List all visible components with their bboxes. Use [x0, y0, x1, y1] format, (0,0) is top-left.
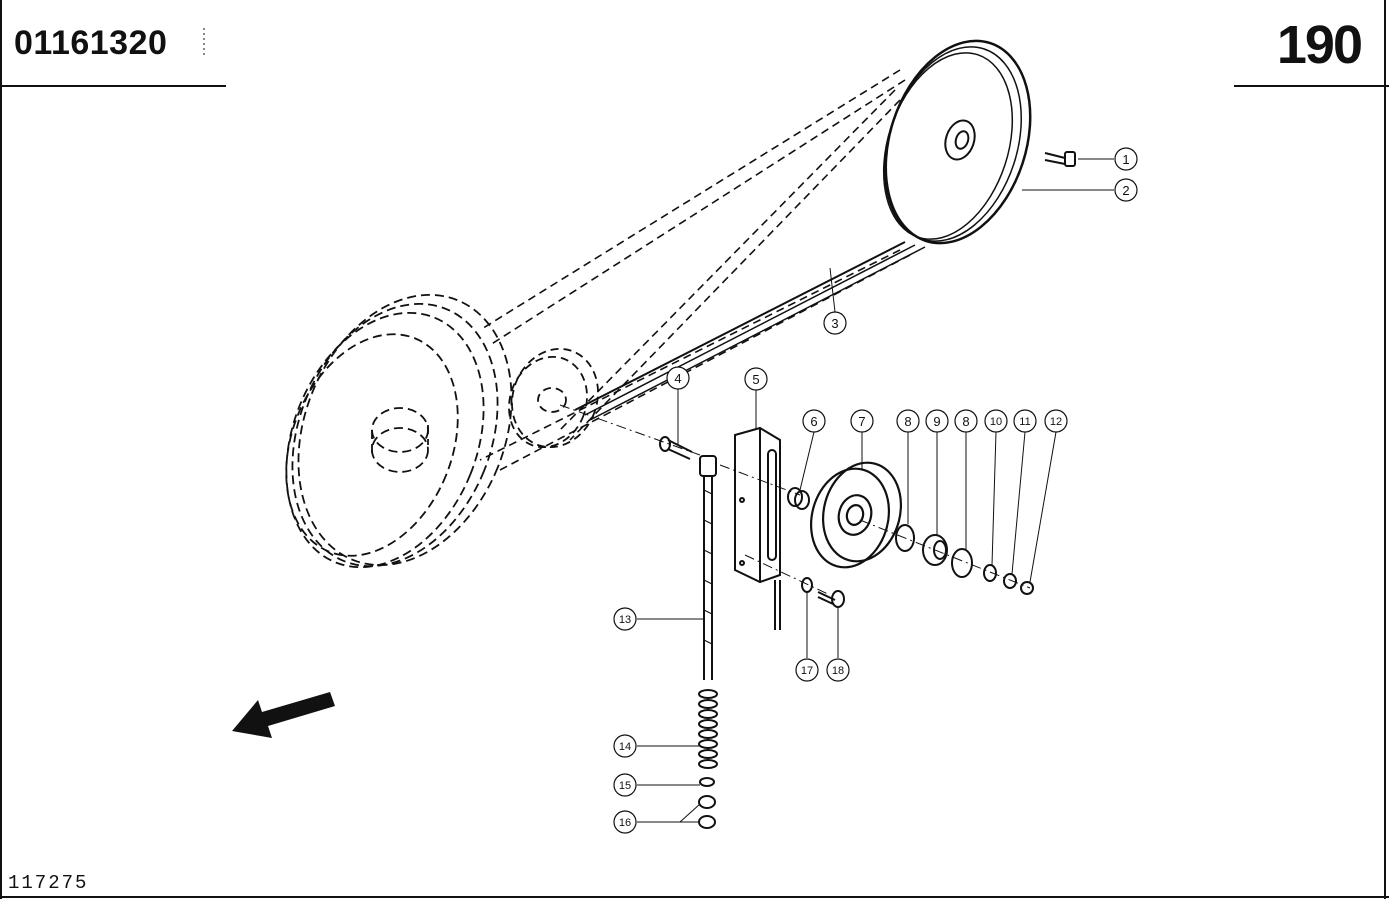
- svg-text:6: 6: [810, 414, 817, 429]
- callout-8a: 8: [896, 409, 920, 433]
- callout-9: 9: [925, 409, 949, 433]
- svg-text:16: 16: [619, 817, 631, 829]
- svg-text:13: 13: [619, 614, 631, 626]
- callouts: 1 2 3 4 5 6 7 8 9 8 10 11 12 13 14 15 16…: [613, 147, 1138, 834]
- leader-lines: [637, 158, 1114, 823]
- svg-text:15: 15: [619, 780, 631, 792]
- spacer: [787, 487, 810, 510]
- callout-1: 1: [1114, 147, 1138, 171]
- svg-text:18: 18: [832, 665, 844, 677]
- washer-and-nuts: [698, 777, 716, 829]
- part-number: 01161320: [14, 24, 168, 62]
- spring: [698, 689, 718, 769]
- callout-6: 6: [802, 409, 826, 433]
- drawing-number: 117275: [8, 872, 89, 894]
- svg-text:8: 8: [904, 414, 911, 429]
- svg-text:12: 12: [1050, 416, 1062, 428]
- callout-2: 2: [1114, 178, 1138, 202]
- small-pulley: [508, 347, 599, 449]
- svg-text:17: 17: [801, 665, 813, 677]
- callout-17: 17: [795, 658, 819, 682]
- svg-text:3: 3: [831, 316, 838, 331]
- callout-4: 4: [666, 366, 690, 390]
- svg-text:1: 1: [1122, 152, 1129, 167]
- bolt-1: [1044, 151, 1076, 167]
- callout-11: 11: [1013, 409, 1037, 433]
- tensioner-bracket: [734, 426, 781, 630]
- callout-14: 14: [613, 734, 637, 758]
- idler-pulley: [809, 461, 903, 569]
- svg-text:11: 11: [1019, 416, 1030, 428]
- callout-5: 5: [744, 367, 768, 391]
- callout-16: 16: [613, 810, 637, 834]
- callout-18: 18: [826, 658, 850, 682]
- callout-15: 15: [613, 773, 637, 797]
- svg-text:10: 10: [990, 416, 1002, 428]
- svg-text:5: 5: [752, 372, 759, 387]
- svg-text:9: 9: [933, 414, 940, 429]
- bearing-stack: [895, 524, 1034, 595]
- callout-3: 3: [823, 311, 847, 335]
- callout-8b: 8: [954, 409, 978, 433]
- svg-text:2: 2: [1122, 183, 1129, 198]
- washer-17-bolt-18: [801, 577, 845, 608]
- svg-text:8: 8: [962, 414, 969, 429]
- upper-pulley: [882, 39, 1032, 245]
- bolt-4: [659, 436, 693, 460]
- svg-text:4: 4: [674, 371, 681, 386]
- callout-7: 7: [850, 409, 874, 433]
- page-number: 190: [1276, 15, 1363, 75]
- lower-drive-pulley: [285, 293, 513, 569]
- arrow-left-down-icon: [232, 692, 335, 738]
- adjusting-rod: [699, 455, 717, 680]
- belt: [574, 241, 926, 421]
- callout-10: 10: [984, 409, 1008, 433]
- callout-13: 13: [613, 607, 637, 631]
- svg-text:14: 14: [619, 741, 631, 753]
- dashed-belt-runs: [479, 69, 911, 471]
- svg-text:7: 7: [858, 414, 865, 429]
- callout-12: 12: [1044, 409, 1068, 433]
